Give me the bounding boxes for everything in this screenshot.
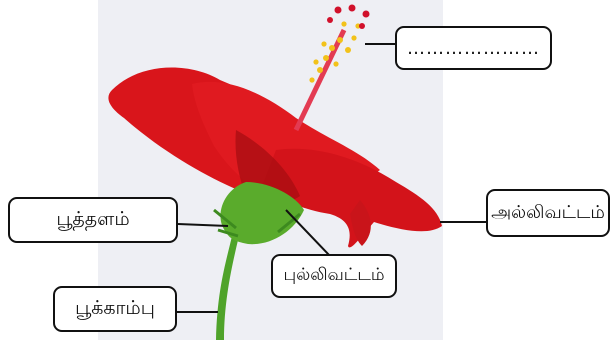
pointer-receptacle	[177, 223, 229, 227]
pollen-cluster	[309, 21, 361, 83]
pointer-calyx	[285, 209, 331, 257]
petal-right	[262, 148, 442, 248]
stigma-tips	[327, 4, 370, 29]
epicalyx-bracts	[213, 208, 301, 238]
flower-stem	[216, 236, 238, 340]
petal-lower	[350, 200, 371, 246]
staminal-column	[293, 28, 347, 132]
label-corolla: அல்லிவட்டம்	[486, 189, 610, 237]
label-pedicel: பூக்காம்பு	[53, 286, 177, 332]
label-calyx: புல்லிவட்டம்	[271, 254, 397, 298]
label-blank: …………………	[395, 26, 552, 70]
label-receptacle: பூத்தளம்	[8, 197, 178, 243]
